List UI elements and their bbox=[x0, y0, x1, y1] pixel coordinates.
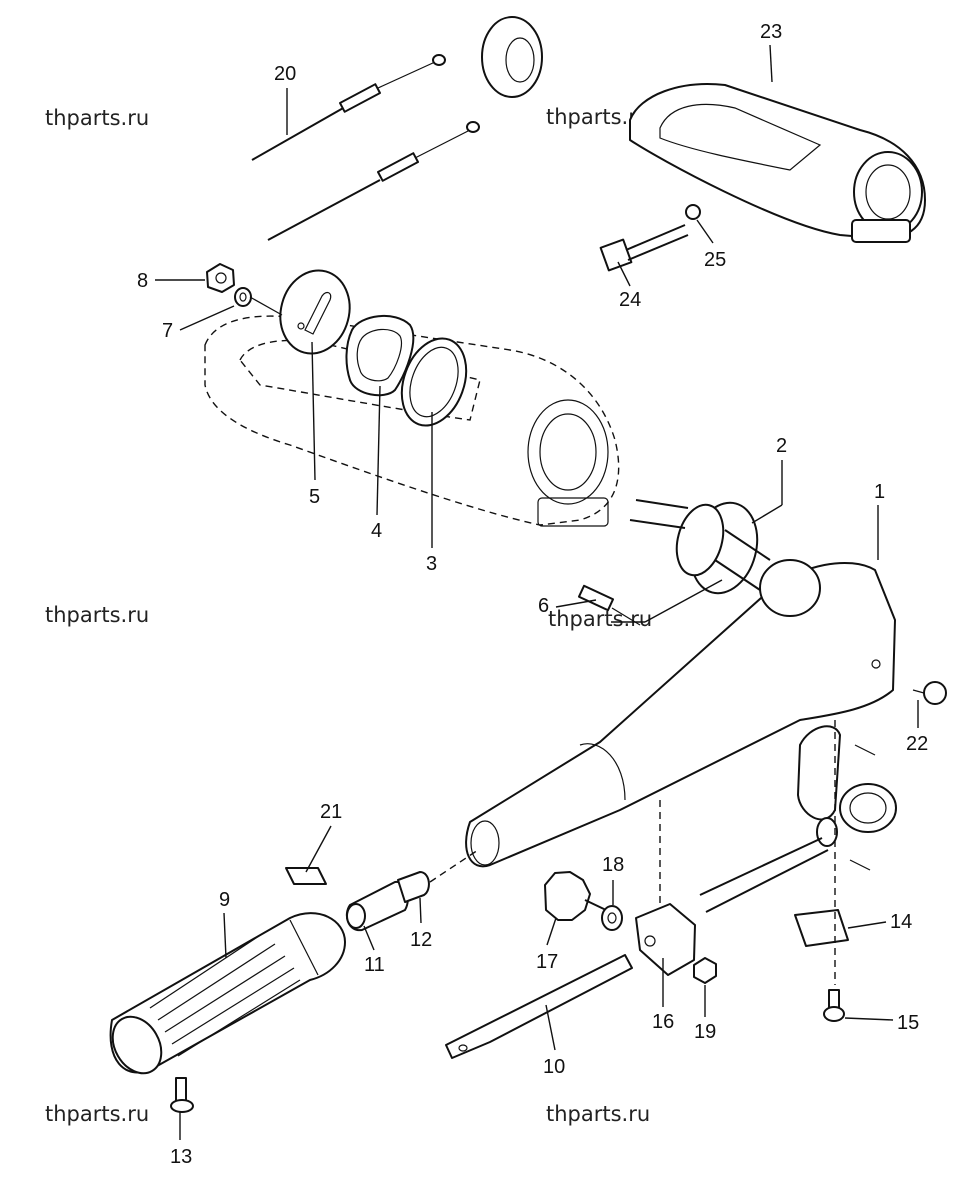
callout-23: 23 bbox=[760, 21, 782, 43]
part-9-grip bbox=[109, 912, 346, 1075]
callout-24: 24 bbox=[619, 289, 641, 311]
part-4-gasket bbox=[345, 314, 415, 397]
part-25-washer bbox=[685, 204, 701, 220]
callout-7: 7 bbox=[162, 320, 173, 342]
callout-9: 9 bbox=[219, 889, 230, 911]
part-2-friction-assembly bbox=[629, 499, 771, 595]
leader-lines bbox=[155, 44, 919, 1140]
part-16-bracket bbox=[635, 903, 696, 976]
part-14-clip bbox=[794, 909, 849, 947]
part-7-lock-washer bbox=[234, 287, 252, 307]
callout-25: 25 bbox=[704, 249, 726, 271]
part-24-bolt bbox=[599, 224, 689, 272]
watermark-middle-left: thparts.ru bbox=[45, 603, 149, 627]
callout-22: 22 bbox=[906, 733, 928, 755]
watermark-bottom-right: thparts.ru bbox=[546, 1102, 650, 1126]
part-20-throttle-cable bbox=[251, 54, 480, 241]
callout-20: 20 bbox=[274, 63, 296, 85]
callout-4: 4 bbox=[371, 520, 382, 542]
callout-15: 15 bbox=[897, 1012, 919, 1034]
callout-1: 1 bbox=[874, 481, 885, 503]
part-10-shaft bbox=[445, 954, 633, 1059]
part-23-steering-bracket bbox=[629, 83, 926, 243]
callout-16: 16 bbox=[652, 1011, 674, 1033]
part-21-decal bbox=[285, 867, 327, 885]
part-11-collar bbox=[345, 880, 409, 932]
watermark-bottom-left: thparts.ru bbox=[45, 1102, 149, 1126]
callout-2: 2 bbox=[776, 435, 787, 457]
part-3-ring-seal bbox=[400, 337, 468, 427]
part-19-nut bbox=[693, 957, 717, 984]
part-22-plug bbox=[912, 681, 947, 705]
callout-19: 19 bbox=[694, 1021, 716, 1043]
part-20-grommet bbox=[481, 16, 543, 98]
callout-5: 5 bbox=[309, 486, 320, 508]
callout-17: 17 bbox=[536, 951, 558, 973]
callout-12: 12 bbox=[410, 929, 432, 951]
throttle-mechanism bbox=[699, 725, 897, 913]
callout-13: 13 bbox=[170, 1146, 192, 1168]
part-13-screw bbox=[170, 1077, 194, 1113]
callout-3: 3 bbox=[426, 553, 437, 575]
callout-6: 6 bbox=[538, 595, 549, 617]
part-1-tiller-arm bbox=[465, 559, 896, 868]
callout-11: 11 bbox=[364, 954, 385, 976]
watermark-middle-right: thparts.ru bbox=[548, 607, 652, 631]
callout-18: 18 bbox=[602, 854, 624, 876]
callout-14: 14 bbox=[890, 911, 912, 933]
callout-8: 8 bbox=[137, 270, 148, 292]
callout-21: 21 bbox=[320, 801, 342, 823]
phantom-swivel-bracket bbox=[204, 315, 620, 527]
callout-10: 10 bbox=[543, 1056, 565, 1078]
part-5-plate bbox=[279, 269, 351, 355]
watermark-top-left: thparts.ru bbox=[45, 106, 149, 130]
part-8-nut bbox=[206, 263, 235, 293]
part-15-screw bbox=[823, 989, 845, 1022]
part-12-bushing bbox=[397, 871, 430, 903]
part-17-knob bbox=[544, 871, 607, 921]
part-18-washer bbox=[601, 905, 623, 931]
